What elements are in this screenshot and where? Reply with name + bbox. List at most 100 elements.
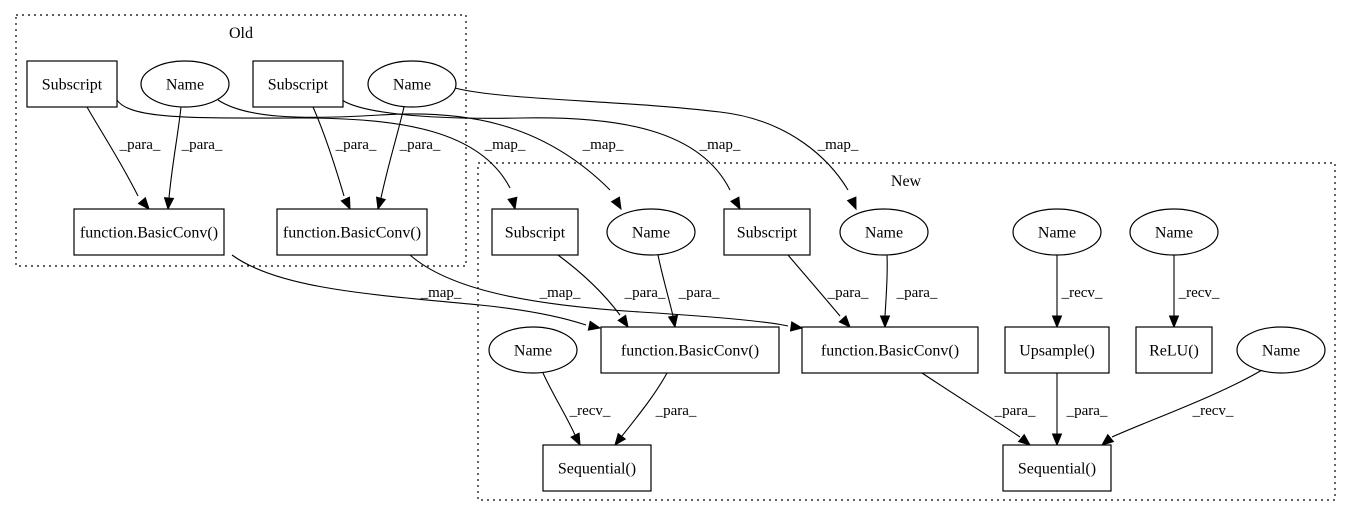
node-shape (1129, 208, 1219, 256)
edge-line (409, 254, 789, 327)
edge-label: _para_ (1066, 403, 1108, 419)
node-label: function.BasicConv() (283, 225, 421, 242)
node-label: Upsample() (1019, 343, 1095, 360)
arrowhead-icon (667, 314, 679, 329)
node-label: Subscript (737, 225, 798, 242)
edge-n_name3-n_ups: _recv_ (1051, 255, 1103, 329)
node-label: Name (865, 225, 903, 242)
node-n_name5[interactable]: Name (488, 326, 578, 374)
node-shape (367, 60, 457, 108)
node-shape (140, 60, 230, 108)
node-label: function.BasicConv() (621, 343, 759, 360)
node-label: function.BasicConv() (80, 225, 218, 242)
node-label: Name (514, 343, 552, 360)
edge-line (884, 254, 888, 317)
arrowhead-icon (1017, 433, 1032, 446)
node-shape (542, 444, 652, 492)
node-o_name2[interactable]: Name (367, 60, 457, 108)
node-o_name1[interactable]: Name (140, 60, 230, 108)
edge-o_name2-n_name2: _map_ (454, 87, 859, 211)
edge-label: _map_ (420, 285, 462, 301)
edge-n_ups-n_seq2: _para_ (1051, 373, 1108, 447)
edge-n_sub2-n_conv2: _para_ (787, 254, 869, 328)
edge-n_name2-n_conv2: _para_ (879, 254, 938, 329)
arrowhead-icon (730, 196, 741, 211)
node-shape (606, 208, 696, 256)
node-label: Name (1155, 225, 1193, 242)
node-label: Name (166, 77, 204, 94)
edge-o_sub2-o_conv2: _para_ (312, 106, 377, 211)
edge-label: _recv_ (569, 403, 611, 419)
node-o_conv1[interactable]: function.BasicConv() (73, 208, 225, 256)
edge-o_name1-o_conv1: _para_ (163, 106, 223, 211)
node-label: Name (1262, 343, 1300, 360)
node-n_name6[interactable]: Name (1236, 326, 1326, 374)
edge-line (621, 372, 668, 437)
node-shape (73, 208, 225, 256)
node-n_name2[interactable]: Name (839, 208, 929, 256)
edge-label: _para_ (399, 137, 441, 153)
node-n_seq2[interactable]: Sequential() (1002, 444, 1112, 492)
node-n_sub2[interactable]: Subscript (723, 208, 811, 256)
edge-label: _para_ (335, 137, 377, 153)
edge-line (86, 106, 139, 197)
edge-label: _para_ (655, 403, 697, 419)
edge-label: _para_ (994, 403, 1036, 419)
edge-line (312, 106, 345, 197)
node-n_name3[interactable]: Name (1012, 208, 1102, 256)
node-shape (801, 326, 979, 374)
node-label: Sequential() (558, 461, 636, 478)
node-shape (1004, 326, 1110, 374)
arrowhead-icon (163, 197, 175, 211)
node-n_conv2[interactable]: function.BasicConv() (801, 326, 979, 374)
edge-o_sub1-o_conv1: _para_ (86, 106, 161, 211)
edge-line (921, 372, 1021, 438)
edge-line (557, 254, 621, 316)
node-n_conv1[interactable]: function.BasicConv() (600, 326, 780, 374)
node-shape (600, 326, 780, 374)
edge-n_conv2-n_seq2: _para_ (921, 372, 1036, 446)
node-shape (276, 208, 428, 256)
edge-line (341, 99, 731, 191)
edge-o_name1-n_name1: _map_ (217, 99, 624, 211)
node-o_sub1[interactable]: Subscript (26, 60, 118, 108)
node-o_conv2[interactable]: function.BasicConv() (276, 208, 428, 256)
edge-line (454, 87, 849, 191)
node-shape (723, 208, 811, 256)
edge-label: _map_ (582, 137, 624, 153)
node-n_relu[interactable]: ReLU() (1135, 326, 1213, 374)
edge-line (231, 254, 587, 326)
node-shape (488, 326, 578, 374)
arrowhead-icon (507, 196, 518, 211)
arrowhead-icon (570, 432, 581, 447)
node-shape (252, 60, 344, 108)
arrowhead-icon (789, 321, 804, 332)
arrowhead-icon (838, 314, 851, 328)
edge-o_conv2-n_conv2: _map_ (409, 254, 804, 332)
node-shape (1135, 326, 1213, 374)
arrowhead-icon (879, 315, 891, 329)
arrowhead-icon (1100, 433, 1115, 446)
node-label: Name (393, 77, 431, 94)
edge-line (542, 372, 576, 436)
node-shape (1236, 326, 1326, 374)
arrowhead-icon (1168, 315, 1180, 329)
edge-label: _map_ (484, 137, 526, 153)
node-n_ups[interactable]: Upsample() (1004, 326, 1110, 374)
node-label: ReLU() (1149, 343, 1199, 360)
node-n_name1[interactable]: Name (606, 208, 696, 256)
node-n_seq1[interactable]: Sequential() (542, 444, 652, 492)
node-n_name4[interactable]: Name (1129, 208, 1219, 256)
edge-label: _para_ (896, 285, 938, 301)
arrowhead-icon (1051, 433, 1063, 447)
node-shape (839, 208, 929, 256)
edge-label: _map_ (699, 137, 741, 153)
node-n_sub1[interactable]: Subscript (491, 208, 579, 256)
cluster-old (15, 14, 467, 267)
edge-n_name6-n_seq2: _recv_ (1100, 369, 1263, 446)
arrowhead-icon (617, 314, 629, 329)
edge-n_name4-n_relu: _recv_ (1168, 255, 1220, 329)
edge-label: _para_ (678, 285, 720, 301)
node-o_sub2[interactable]: Subscript (252, 60, 344, 108)
edge-line (168, 106, 182, 199)
